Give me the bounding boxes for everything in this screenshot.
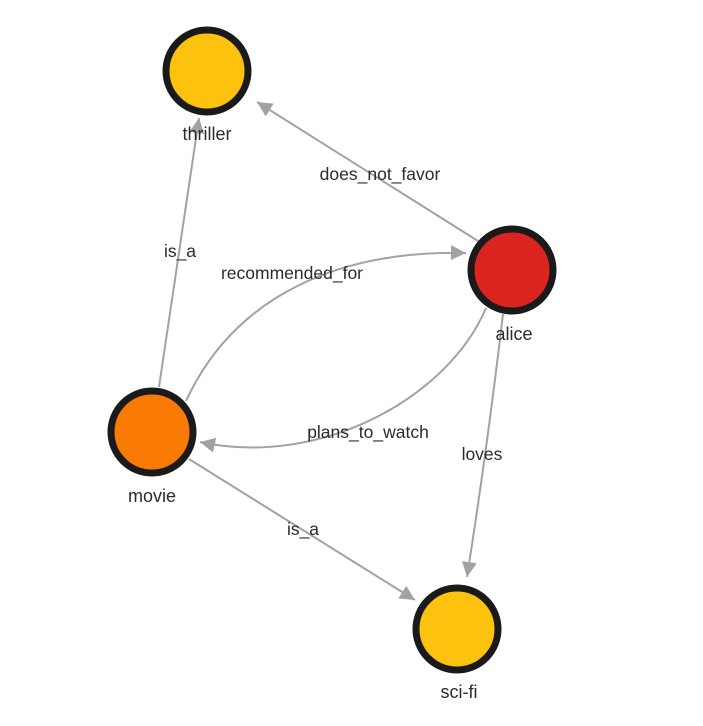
node-label-thriller: thriller bbox=[182, 124, 231, 144]
node-circle-alice[interactable] bbox=[467, 225, 557, 315]
edge-label-loves: loves bbox=[462, 444, 503, 464]
node-circle-sci-fi[interactable] bbox=[412, 584, 502, 674]
edge-alice-plans-to-watch-movie bbox=[199, 307, 487, 453]
edge-movie-recommended-for-alice bbox=[185, 245, 467, 402]
edge-alice-does-not-favor-thriller bbox=[256, 101, 479, 242]
edge-label-does-not-favor: does_not_favor bbox=[320, 164, 441, 185]
edge-movie-is-a-thriller bbox=[158, 117, 205, 388]
node-label-sci-fi: sci-fi bbox=[441, 682, 478, 702]
edge-movie-is-a-sci-fi bbox=[188, 458, 416, 601]
node-alice[interactable]: alice bbox=[467, 225, 557, 344]
edge-label-recommended-for: recommended_for bbox=[221, 263, 363, 284]
edge-label-plans-to-watch: plans_to_watch bbox=[307, 422, 429, 443]
edge-label-is-a-bottom: is_a bbox=[287, 519, 319, 540]
node-circle-movie[interactable] bbox=[107, 387, 197, 477]
edge-label-is-a-top: is_a bbox=[164, 241, 196, 262]
node-thriller[interactable]: thriller bbox=[162, 26, 252, 144]
node-label-alice: alice bbox=[495, 324, 532, 344]
edge-alice-loves-sci-fi bbox=[461, 313, 504, 578]
node-label-movie: movie bbox=[128, 486, 176, 506]
node-movie[interactable]: movie bbox=[107, 387, 197, 506]
node-sci-fi[interactable]: sci-fi bbox=[412, 584, 502, 702]
node-circle-thriller[interactable] bbox=[162, 26, 252, 116]
